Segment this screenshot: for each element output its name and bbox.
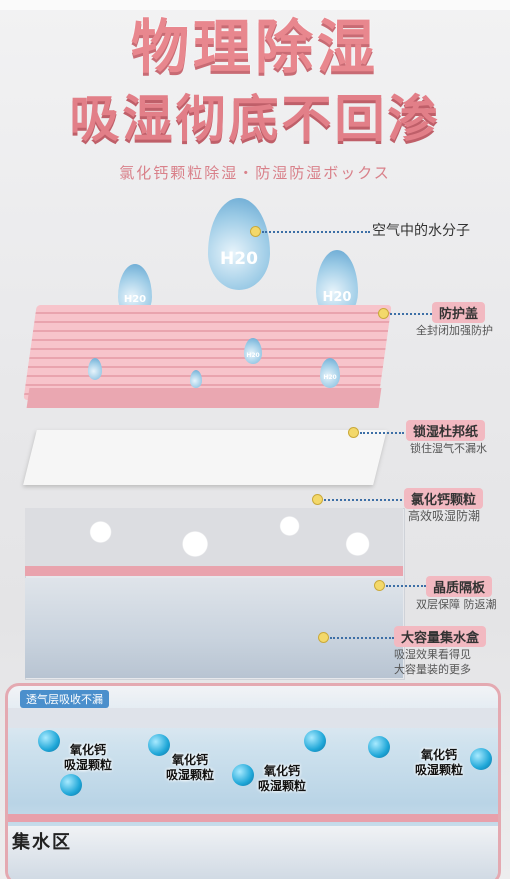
callout-dot <box>378 308 389 319</box>
drop-label: H20 <box>246 352 260 359</box>
bead-line: 吸湿颗粒 <box>64 758 113 772</box>
title-line-2: 吸湿彻底不回渗 <box>69 90 441 148</box>
drop-label: H20 <box>322 290 352 305</box>
label-crystal: 晶质隔板 双层保障 防返潮 <box>416 576 497 612</box>
callout-line <box>262 231 370 233</box>
bead-ball <box>232 764 254 786</box>
drop-label: H20 <box>123 294 147 305</box>
bead-ball <box>38 730 60 752</box>
drop-label: H20 <box>323 374 337 381</box>
crystal-partition <box>25 566 403 576</box>
label-title: 防护盖 <box>432 302 486 323</box>
breathable-layer <box>8 708 498 728</box>
label-title: 锁湿杜邦纸 <box>406 420 486 441</box>
bead-line: 吸湿颗粒 <box>415 763 464 777</box>
bead-ball <box>304 730 326 752</box>
bead-group-label: 氧化钙 吸湿颗粒 <box>166 753 214 783</box>
callout-line <box>360 432 404 434</box>
bead-ball <box>60 774 82 796</box>
water-zone-label: 集水区 <box>12 832 72 853</box>
water-zone <box>8 826 498 879</box>
protective-lid-side <box>26 388 382 408</box>
cutaway-detail-panel <box>5 683 501 879</box>
callout-line <box>324 499 402 501</box>
label-desc: 双层保障 防返潮 <box>416 598 497 611</box>
callout-line <box>390 313 432 315</box>
label-desc: 吸湿效果看得见 <box>394 648 471 661</box>
water-drop-icon <box>88 358 102 380</box>
bead-line: 吸湿颗粒 <box>166 768 215 782</box>
callout-dot <box>250 226 261 237</box>
water-drop-icon <box>190 370 202 388</box>
label-title: 大容量集水盒 <box>394 626 487 647</box>
dupont-paper-layer <box>23 430 387 485</box>
bead-line: 吸湿颗粒 <box>258 779 307 793</box>
water-drop-icon: H20 <box>244 338 262 364</box>
bead-group-label: 氧化钙 吸湿颗粒 <box>64 743 112 773</box>
label-lid: 防护盖 全封闭加强防护 <box>416 302 493 338</box>
bead-group-label: 氧化钙 吸湿颗粒 <box>415 748 463 778</box>
label-title: 晶质隔板 <box>426 576 493 597</box>
label-water-molecule: 空气中的水分子 <box>372 220 470 240</box>
label-desc: 高效吸湿防潮 <box>408 509 481 523</box>
label-title: 氯化钙颗粒 <box>404 488 484 509</box>
bead-group-label: 氧化钙 吸湿颗粒 <box>258 764 306 794</box>
label-beads: 氯化钙颗粒 高效吸湿防潮 <box>404 488 484 524</box>
bead-line: 氧化钙 <box>70 743 107 757</box>
label-text: 空气中的水分子 <box>372 223 470 239</box>
callout-dot <box>374 580 385 591</box>
partition-strip <box>8 814 498 822</box>
bead-line: 氧化钙 <box>172 753 209 767</box>
callout-dot <box>312 494 323 505</box>
label-desc: 锁住湿气不漏水 <box>410 442 487 455</box>
calcium-chloride-beads <box>25 508 403 568</box>
bead-line: 氧化钙 <box>421 748 458 762</box>
bead-ball <box>470 748 492 770</box>
detail-tag: 透气层吸收不漏 <box>20 690 109 708</box>
drop-label: H20 <box>220 249 258 269</box>
callout-dot <box>318 632 329 643</box>
bead-ball <box>148 734 170 756</box>
water-drop-icon: H20 <box>208 198 270 290</box>
bead-ball <box>368 736 390 758</box>
callout-line <box>330 637 394 639</box>
water-tank <box>25 578 403 678</box>
callout-dot <box>348 427 359 438</box>
callout-line <box>386 585 426 587</box>
title-line-1: 物理除湿 <box>130 13 379 81</box>
top-strip <box>0 0 510 10</box>
subtitle: 氯化钙颗粒除湿・防湿防湿ボックス <box>119 164 391 182</box>
label-desc: 全封闭加强防护 <box>416 324 493 337</box>
label-desc: 大容量装的更多 <box>394 663 471 676</box>
label-paper: 锁湿杜邦纸 锁住湿气不漏水 <box>406 420 487 456</box>
bead-line: 氧化钙 <box>264 764 301 778</box>
water-drop-icon: H20 <box>320 358 340 388</box>
label-tank: 大容量集水盒 吸湿效果看得见 大容量装的更多 <box>394 626 487 677</box>
